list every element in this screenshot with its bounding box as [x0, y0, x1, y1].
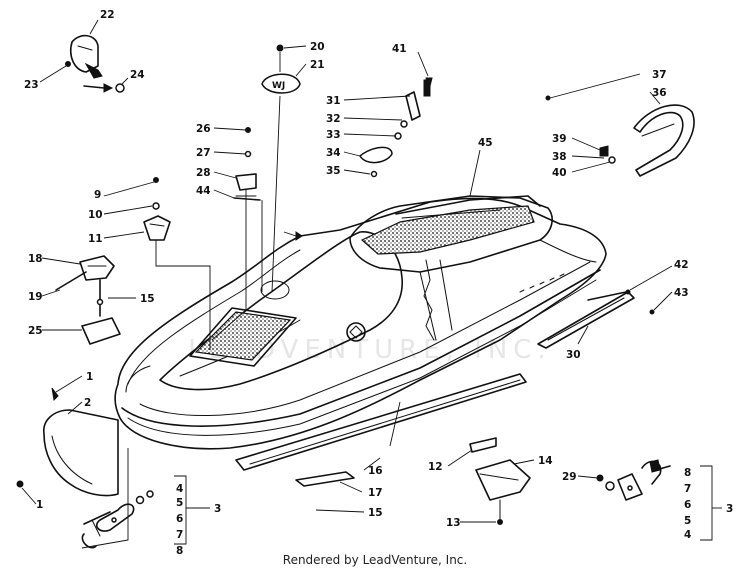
callout-17: 17: [368, 487, 383, 499]
callout-44: 44: [196, 185, 211, 197]
side-rail-right: [537, 291, 635, 349]
callout-28: 28: [196, 167, 211, 179]
clamp-parts: [233, 127, 261, 201]
callout-40: 40: [552, 167, 567, 179]
callout-31: 31: [326, 95, 341, 107]
callout-15-lower: 15: [368, 507, 383, 519]
callout-22: 22: [100, 9, 115, 21]
callout-32: 32: [326, 113, 341, 125]
throttle-assembly: [55, 255, 121, 345]
callout-6-left: 6: [176, 513, 183, 525]
callout-labels: 1 1 2 3 3 4 4 5 5 6 6 7 7 8 8 9 10 11 12…: [24, 9, 733, 557]
callout-19: 19: [28, 291, 43, 303]
grab-handle: [545, 95, 695, 177]
bolt-41: [425, 77, 433, 87]
front-bumper: [16, 409, 119, 497]
callout-8-left: 8: [176, 545, 183, 557]
callout-12: 12: [428, 461, 443, 473]
callout-6-right: 6: [684, 499, 691, 511]
callout-42: 42: [674, 259, 689, 271]
rear-screws: [587, 289, 655, 315]
callout-26: 26: [196, 123, 211, 135]
callout-14: 14: [538, 455, 553, 467]
callout-21: 21: [310, 59, 325, 71]
callout-3-right: 3: [726, 503, 733, 515]
callout-7-right: 7: [684, 483, 691, 495]
callout-35: 35: [326, 165, 341, 177]
callout-23: 23: [24, 79, 39, 91]
bracket-parts: [143, 177, 171, 241]
callout-43: 43: [674, 287, 689, 299]
footer-credit: Rendered by LeadVenture, Inc.: [282, 553, 468, 567]
callout-8-right: 8: [684, 467, 691, 479]
callout-10: 10: [88, 209, 103, 221]
callout-13: 13: [446, 517, 461, 529]
callout-5-left: 5: [176, 497, 183, 509]
callout-11: 11: [88, 233, 103, 245]
lower-bracket: [469, 437, 531, 525]
callout-2: 2: [84, 397, 91, 409]
callout-7-left: 7: [176, 529, 183, 541]
callout-33: 33: [326, 129, 341, 141]
callout-1-lower: 1: [36, 499, 43, 511]
handle-assembly: [65, 34, 125, 93]
callout-29: 29: [562, 471, 577, 483]
callout-1-upper: 1: [86, 371, 93, 383]
callout-16: 16: [368, 465, 383, 477]
callout-15-upper: 15: [140, 293, 155, 305]
callout-34: 34: [326, 147, 341, 159]
callout-41: 41: [392, 43, 407, 55]
callout-25: 25: [28, 325, 43, 337]
callout-37: 37: [652, 69, 667, 81]
callout-4-left: 4: [176, 483, 183, 495]
callout-30: 30: [566, 349, 581, 361]
callout-36: 36: [652, 87, 667, 99]
callout-24: 24: [130, 69, 145, 81]
callout-4-right: 4: [684, 529, 691, 541]
emblem-badge: WJ: [261, 44, 301, 94]
callout-39: 39: [552, 133, 567, 145]
bumper-hardware-left: [81, 490, 154, 549]
callout-20: 20: [310, 41, 325, 53]
hull-body: [114, 195, 607, 450]
bumper-hardware-right: [596, 459, 671, 501]
callout-27: 27: [196, 147, 211, 159]
side-rail-strip: [235, 373, 527, 487]
latch-assembly: [359, 79, 431, 178]
callout-9: 9: [94, 189, 101, 201]
callout-18: 18: [28, 253, 43, 265]
callout-5-right: 5: [684, 515, 691, 527]
callout-38: 38: [552, 151, 567, 163]
leader-lines: [21, 19, 722, 549]
callout-45: 45: [478, 137, 493, 149]
callout-3-left: 3: [214, 503, 221, 515]
badge-mark: WJ: [272, 81, 285, 91]
